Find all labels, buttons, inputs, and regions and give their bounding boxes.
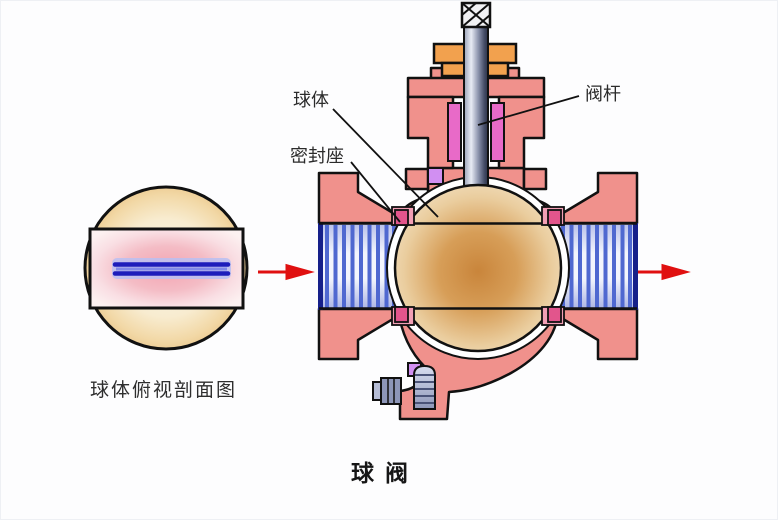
label-seal-seat: 密封座 <box>290 146 344 166</box>
bonnet-ear-left <box>404 167 430 191</box>
stem-shaft <box>463 24 489 190</box>
leader-line-stem <box>477 95 580 126</box>
left-flange-top <box>317 171 400 225</box>
bonnet-ear-right <box>522 167 548 191</box>
left-bore-end-cap <box>318 223 323 310</box>
flow-arrow-right <box>638 263 691 281</box>
stem-knurled-top <box>460 1 492 29</box>
right-pipe-bore <box>559 223 638 310</box>
drain-plug <box>413 364 436 410</box>
drain-bolt <box>372 377 402 405</box>
top-view-caption: 球体俯视剖面图 <box>90 379 237 401</box>
flow-arrow-left <box>258 263 315 281</box>
label-ball: 球体 <box>293 90 329 110</box>
leader-line-ball <box>332 108 439 218</box>
bonnet-column-left <box>406 95 455 170</box>
valve-stem <box>460 1 492 190</box>
label-stem: 阀杆 <box>585 84 621 104</box>
bonnet-column-right <box>497 95 546 170</box>
left-flange-bottom <box>317 307 400 361</box>
packing-left <box>447 102 462 162</box>
ball <box>393 183 563 353</box>
right-bore-end-cap <box>633 223 638 310</box>
leader-lines <box>332 95 580 223</box>
pipe-bores <box>318 223 638 310</box>
right-flange-top <box>556 171 639 225</box>
seal-seats <box>391 206 565 326</box>
flow-arrows <box>258 263 691 281</box>
left-pipe-bore <box>318 223 397 310</box>
packing-right <box>490 102 505 162</box>
diagram-title: 球阀 <box>351 460 419 486</box>
stem-packing <box>427 102 505 185</box>
ball-top-view-diagram: 球体俯视剖面图 <box>83 185 249 401</box>
drain-assembly <box>372 362 436 410</box>
spacer-lavender <box>427 167 444 185</box>
leader-line-seal-seat <box>350 161 401 223</box>
right-flange-bottom <box>556 307 639 361</box>
